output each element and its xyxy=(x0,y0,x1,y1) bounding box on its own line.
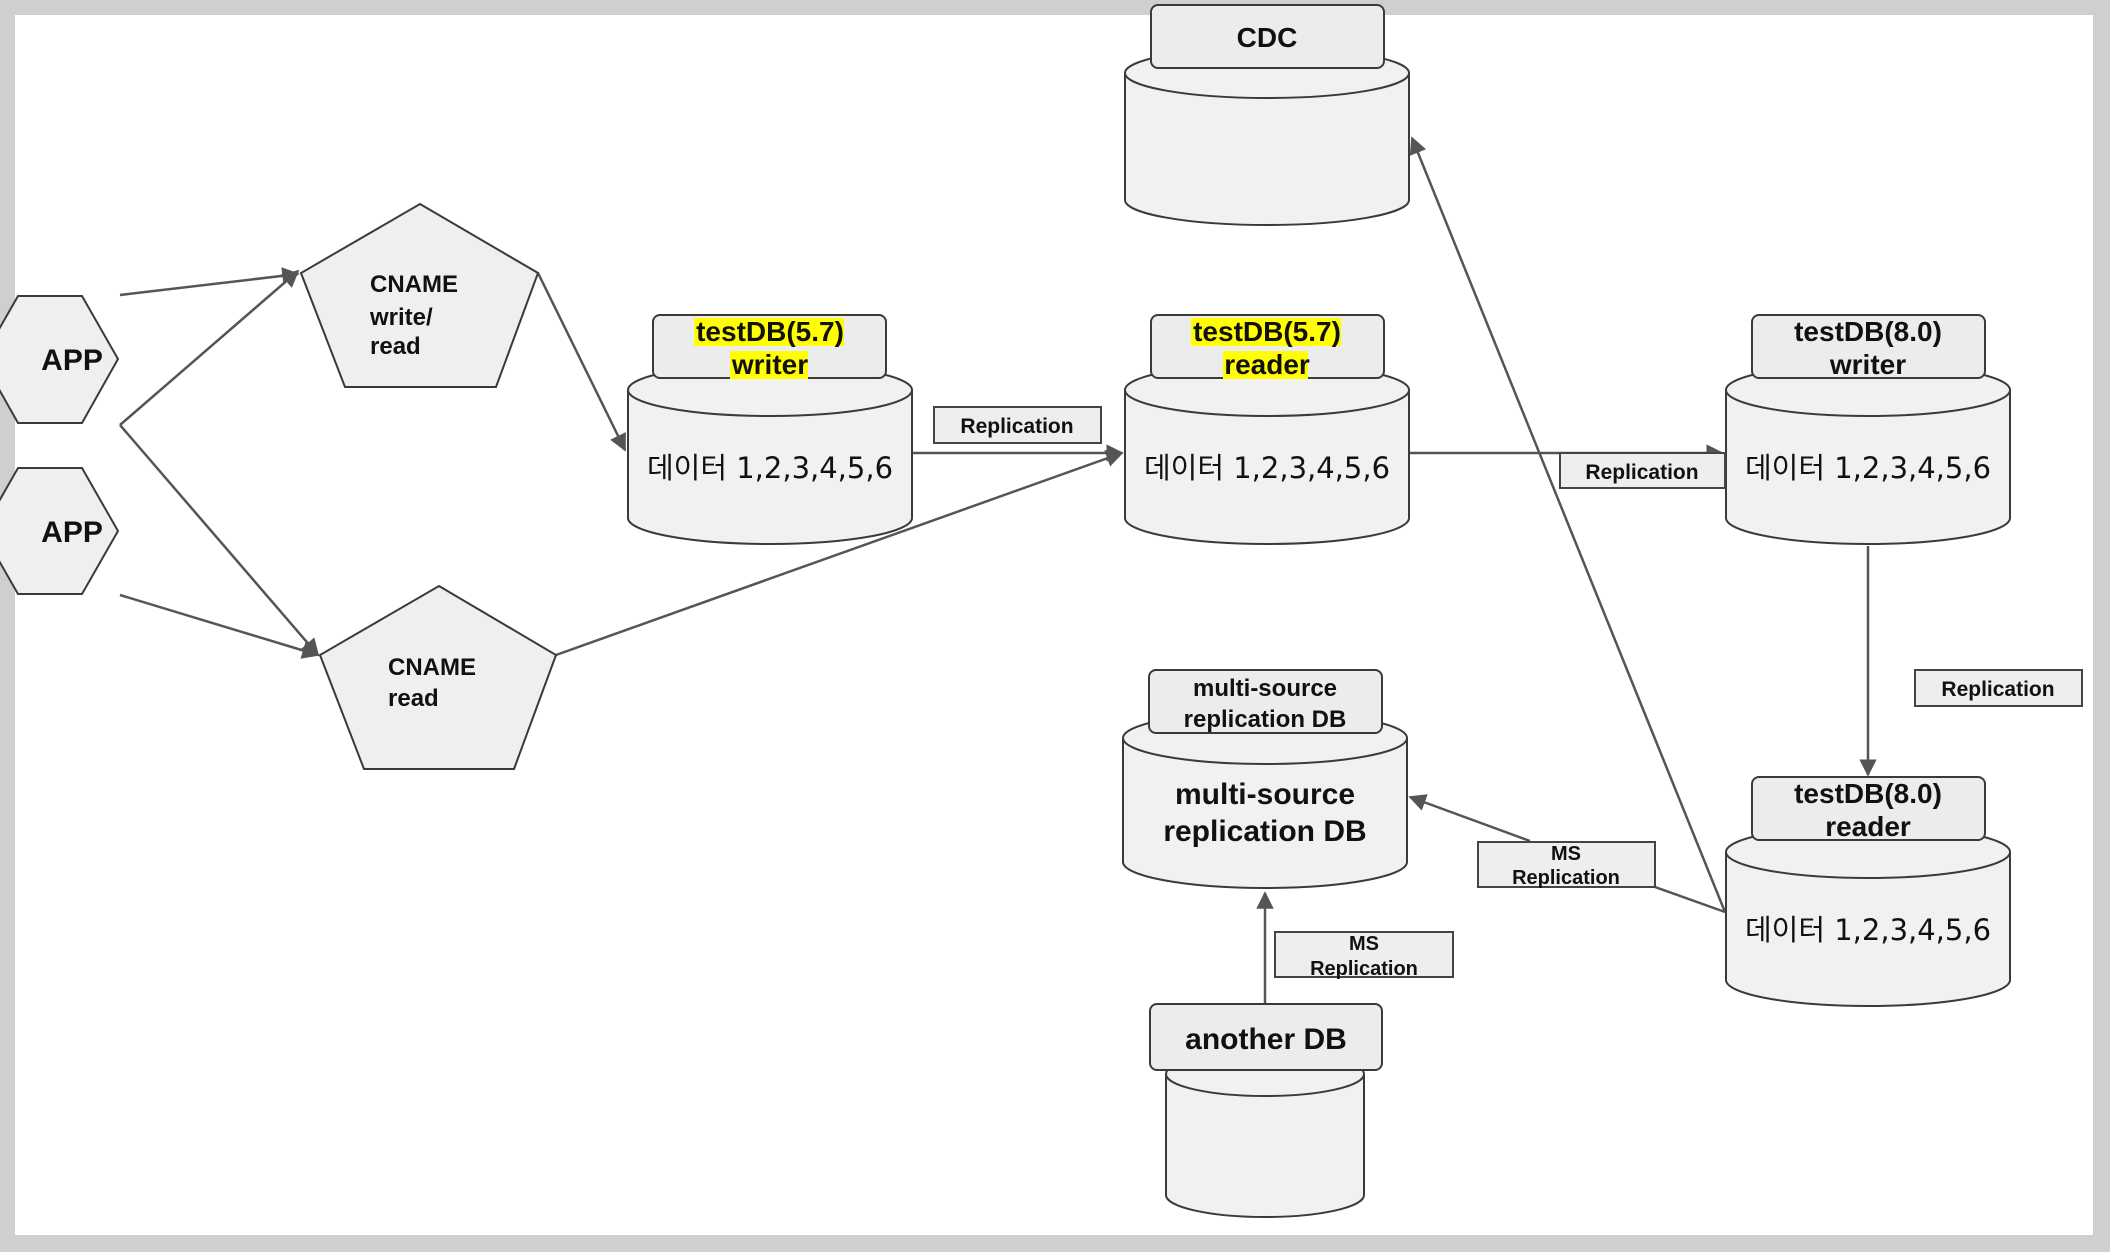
cname-label-line2: write/ xyxy=(369,304,433,331)
db-title-line2: replication DB xyxy=(1184,706,1347,733)
app-node-2: APP xyxy=(0,467,120,595)
highlight-mark xyxy=(694,318,844,346)
db-title-line2: writer xyxy=(731,349,808,380)
label-replication-57: Replication xyxy=(933,406,1102,444)
diagram-canvas xyxy=(15,15,2093,1235)
cname-label-line1: CNAME xyxy=(370,271,458,298)
cylinder-rim xyxy=(1124,389,1410,417)
another-db-node: another DB xyxy=(1149,1003,1383,1218)
app-label: APP xyxy=(41,516,103,549)
app-label: APP xyxy=(41,344,103,377)
testdb57-writer-node: testDB(5.7) writer 데이터 1,2,3,4,5,6 xyxy=(627,314,913,545)
cname-write-read-node: CNAME write/ read xyxy=(299,202,540,388)
db-title: CDC xyxy=(1237,22,1298,53)
label-box xyxy=(1274,931,1454,978)
db-title-line1: testDB(8.0) xyxy=(1794,778,1942,809)
cname-label-line2: read xyxy=(388,685,439,712)
cylinder-rim xyxy=(1725,389,2011,417)
cylinder-rim xyxy=(1165,1073,1365,1097)
db-title-line2: reader xyxy=(1825,811,1911,842)
edge-app2-cname-read xyxy=(119,593,320,659)
label-replication-57-80: Replication xyxy=(1559,452,1726,489)
db-title-tab xyxy=(1149,1003,1383,1071)
db-title-line2: reader xyxy=(1224,349,1310,380)
label-ms-replication-another: MS Replication xyxy=(1274,931,1454,980)
testdb80-writer-node: testDB(8.0) writer 데이터 1,2,3,4,5,6 xyxy=(1725,314,2011,545)
highlight-mark xyxy=(730,351,808,379)
multi-source-db-node: multi-source replication DB multi-source… xyxy=(1122,669,1408,889)
label-ms-replication-80: MS Replication xyxy=(1477,841,1656,889)
db-body-text: 데이터 1,2,3,4,5,6 xyxy=(647,451,893,485)
cdc-db-node: CDC xyxy=(1124,4,1410,226)
edge-app2-cname-write xyxy=(119,269,300,426)
label-text-line2: Replication xyxy=(1512,867,1620,889)
cylinder-rim xyxy=(1122,737,1408,765)
db-body-line2: replication DB xyxy=(1163,815,1366,848)
hexagon-shape xyxy=(0,295,120,424)
edge-ms-label-multisource xyxy=(1408,794,1531,843)
db-title-tab xyxy=(1751,776,1986,841)
db-title-line1: testDB(5.7) xyxy=(696,316,844,347)
cylinder-rim xyxy=(627,389,913,417)
highlight-mark xyxy=(1191,318,1341,346)
edge-reader80-ms-label xyxy=(1654,885,1726,914)
db-body-text: 데이터 1,2,3,4,5,6 xyxy=(1745,913,1991,947)
edge-app1-cname-read xyxy=(119,424,320,657)
db-title: another DB xyxy=(1185,1023,1347,1056)
edge-cname-read-reader57 xyxy=(555,450,1124,657)
db-title-tab xyxy=(1148,669,1383,734)
db-body-text: 데이터 1,2,3,4,5,6 xyxy=(1745,451,1991,485)
cname-read-node: CNAME read xyxy=(318,584,558,770)
label-text-line1: MS xyxy=(1551,843,1581,865)
pentagon-shape xyxy=(318,584,558,770)
edge-reader80-cdc xyxy=(1409,136,1727,913)
label-box xyxy=(1477,841,1656,888)
cname-label-line3: read xyxy=(370,333,421,360)
edges xyxy=(119,136,1877,1003)
cylinder-rim xyxy=(1725,851,2011,879)
db-title-line1: testDB(5.7) xyxy=(1193,316,1341,347)
label-box xyxy=(1559,452,1726,489)
hexagon-shape xyxy=(0,467,120,595)
db-title-line1: testDB(8.0) xyxy=(1794,316,1942,347)
label-box xyxy=(933,406,1102,444)
cname-label-line1: CNAME xyxy=(388,654,476,681)
label-replication-80: Replication xyxy=(1914,669,2083,707)
edge-cname-write-writer57 xyxy=(536,272,627,452)
db-title-tab xyxy=(1150,4,1385,69)
cylinder-rim xyxy=(1124,72,1410,99)
highlight-mark xyxy=(1223,351,1308,379)
db-body-line1: multi-source xyxy=(1175,778,1355,811)
app-node-1: APP xyxy=(0,295,120,424)
label-text-line1: MS xyxy=(1349,933,1379,955)
testdb80-reader-node: testDB(8.0) reader 데이터 1,2,3,4,5,6 xyxy=(1725,776,2011,1007)
label-box xyxy=(1914,669,2083,707)
db-body-text: 데이터 1,2,3,4,5,6 xyxy=(1144,451,1390,485)
pentagon-shape xyxy=(299,202,540,388)
label-text-line2: Replication xyxy=(1310,958,1418,980)
db-title-line2: writer xyxy=(1829,349,1906,380)
testdb57-reader-node: testDB(5.7) reader 데이터 1,2,3,4,5,6 xyxy=(1124,314,1410,545)
label-text: Replication xyxy=(960,415,1073,438)
edge-app1-cname-write xyxy=(119,267,300,297)
label-text: Replication xyxy=(1585,461,1698,484)
db-title-tab xyxy=(1751,314,1986,379)
label-text: Replication xyxy=(1941,678,2054,701)
db-title-line1: multi-source xyxy=(1193,675,1337,702)
